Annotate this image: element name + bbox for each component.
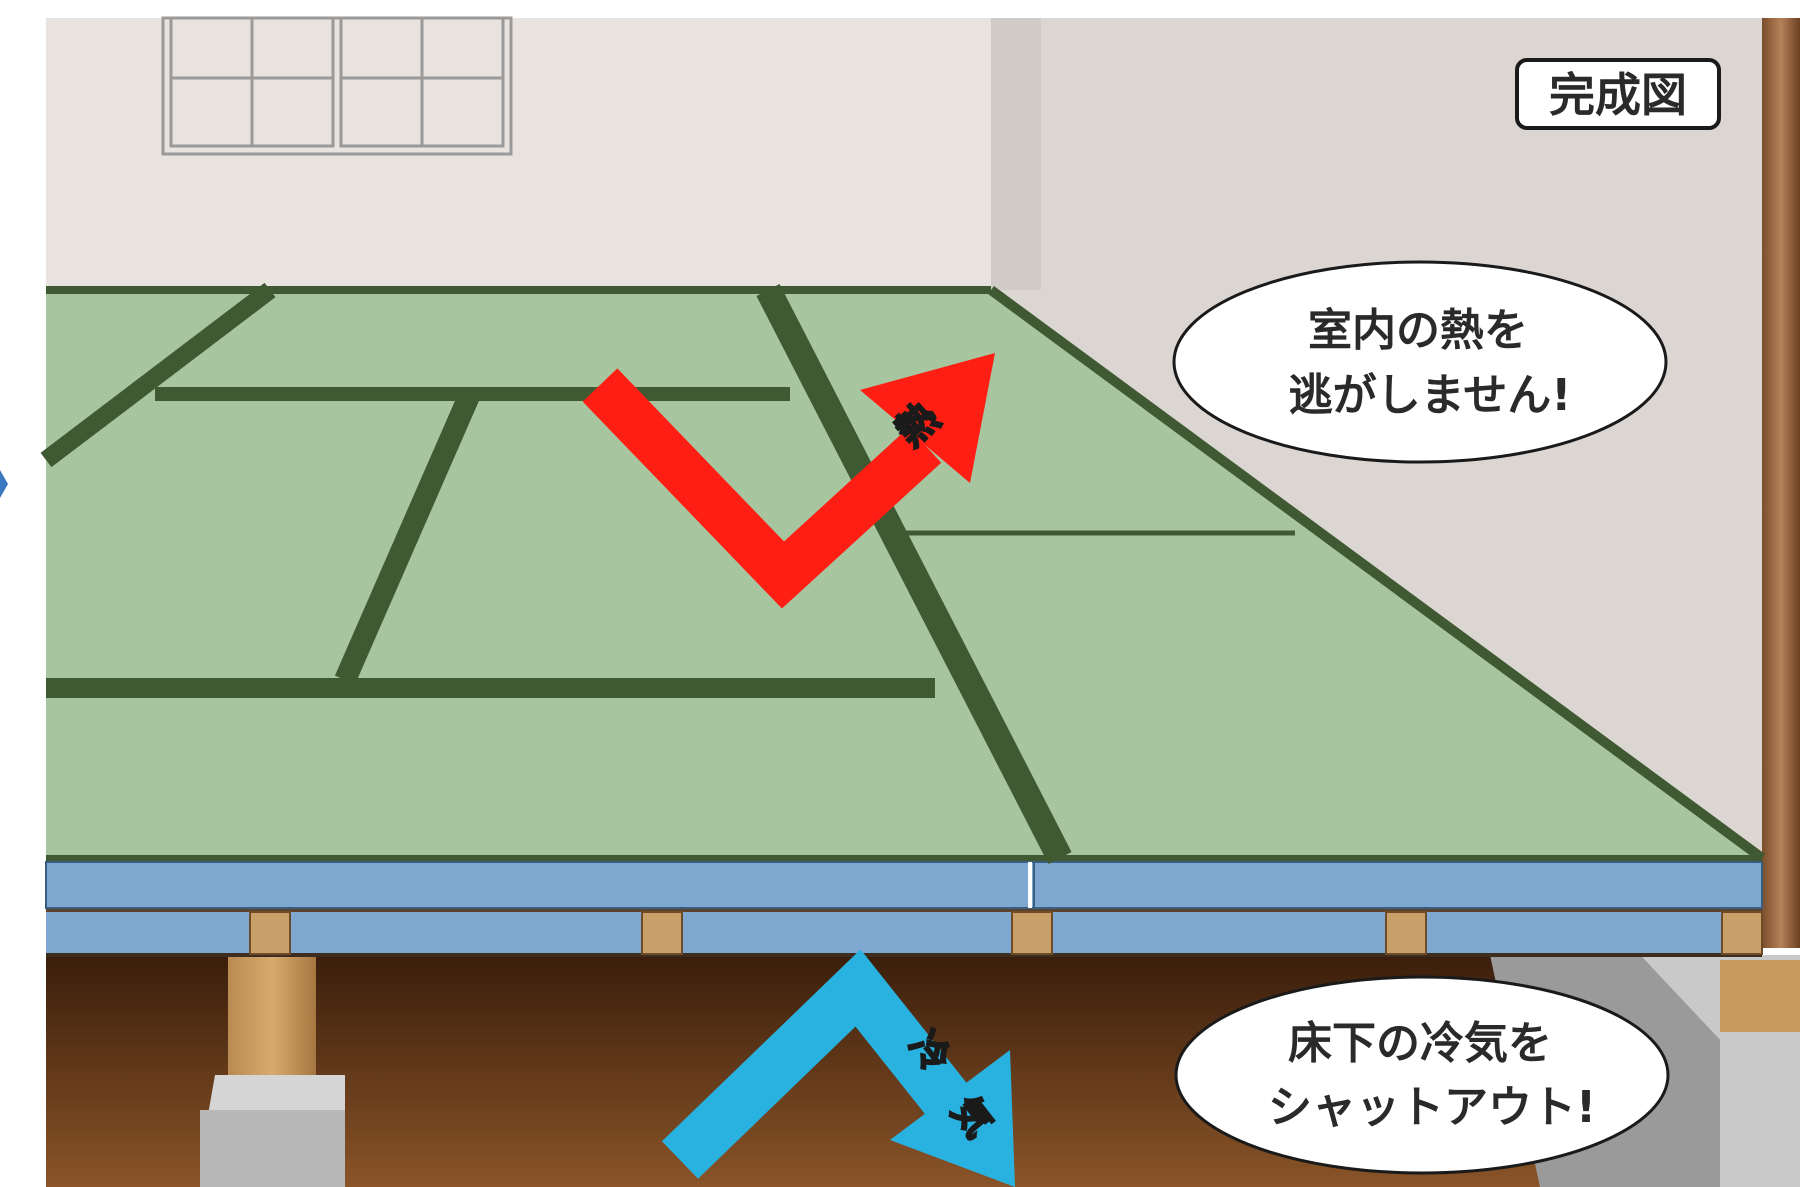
sill-beam	[1720, 960, 1800, 1032]
wall-post-trim	[1762, 18, 1800, 948]
cold-air-arrow: 冷 気	[661, 949, 1015, 1187]
bubble-heat-line-2: 逃がしません!	[1289, 370, 1572, 421]
bubble-heat-line-1: 室内の熱を	[1308, 305, 1528, 356]
completed-diagram-tag: 完成図	[1515, 58, 1721, 130]
joist-blocks	[249, 911, 1763, 955]
tatami-borders	[40, 282, 1765, 864]
joist-layer	[46, 910, 1762, 955]
speech-bubble-cold: 床下の冷気を シャットアウト!	[1174, 975, 1670, 1175]
window	[161, 16, 513, 156]
heat-arrow: 熱	[582, 353, 995, 609]
footing-stone	[200, 1110, 345, 1187]
left-edge-arrow-icon	[0, 470, 8, 498]
bubble-cold-line-2: シャットアウト!	[1268, 1082, 1596, 1133]
completed-diagram-label: 完成図	[1549, 68, 1687, 122]
bubble-cold-line-1: 床下の冷気を	[1288, 1018, 1552, 1069]
floor-post	[228, 955, 316, 1093]
speech-bubble-heat: 室内の熱を 逃がしません!	[1172, 260, 1668, 464]
wall-corner-shade	[991, 18, 1041, 290]
insulation-board	[45, 861, 1763, 909]
